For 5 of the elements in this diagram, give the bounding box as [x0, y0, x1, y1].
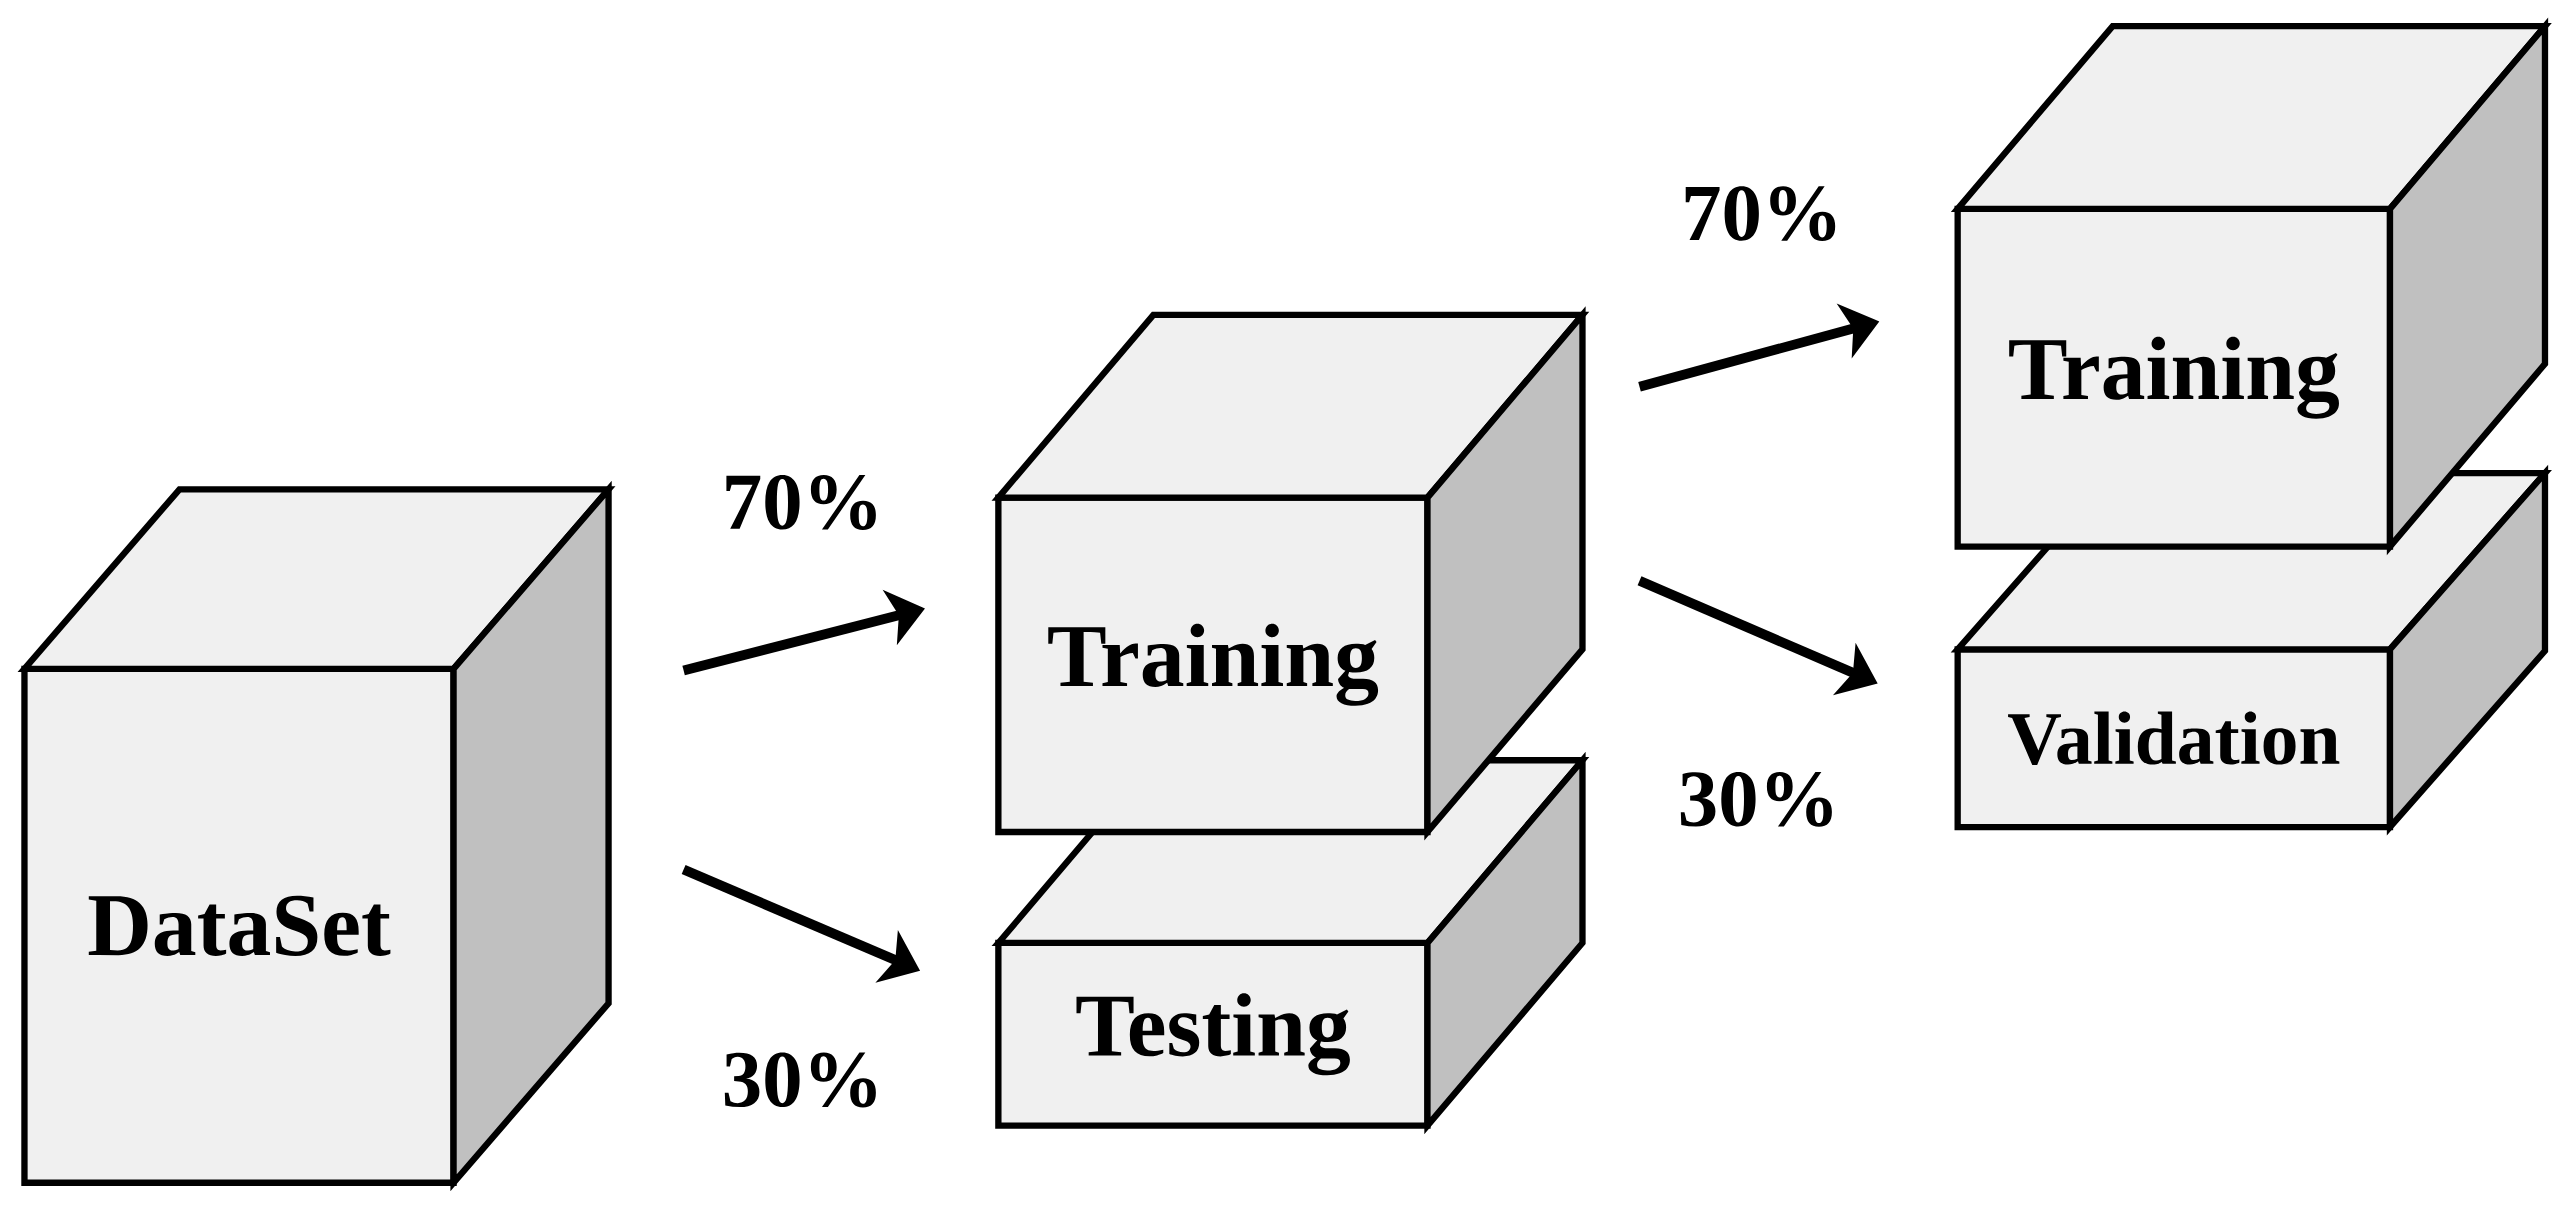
node-label: Validation: [2008, 711, 2340, 765]
edge-label: 30%: [1674, 768, 1843, 831]
edge-label: 70%: [1677, 182, 1847, 245]
edge-label: 30%: [718, 1049, 887, 1111]
node-label: Testing: [1076, 993, 1350, 1076]
